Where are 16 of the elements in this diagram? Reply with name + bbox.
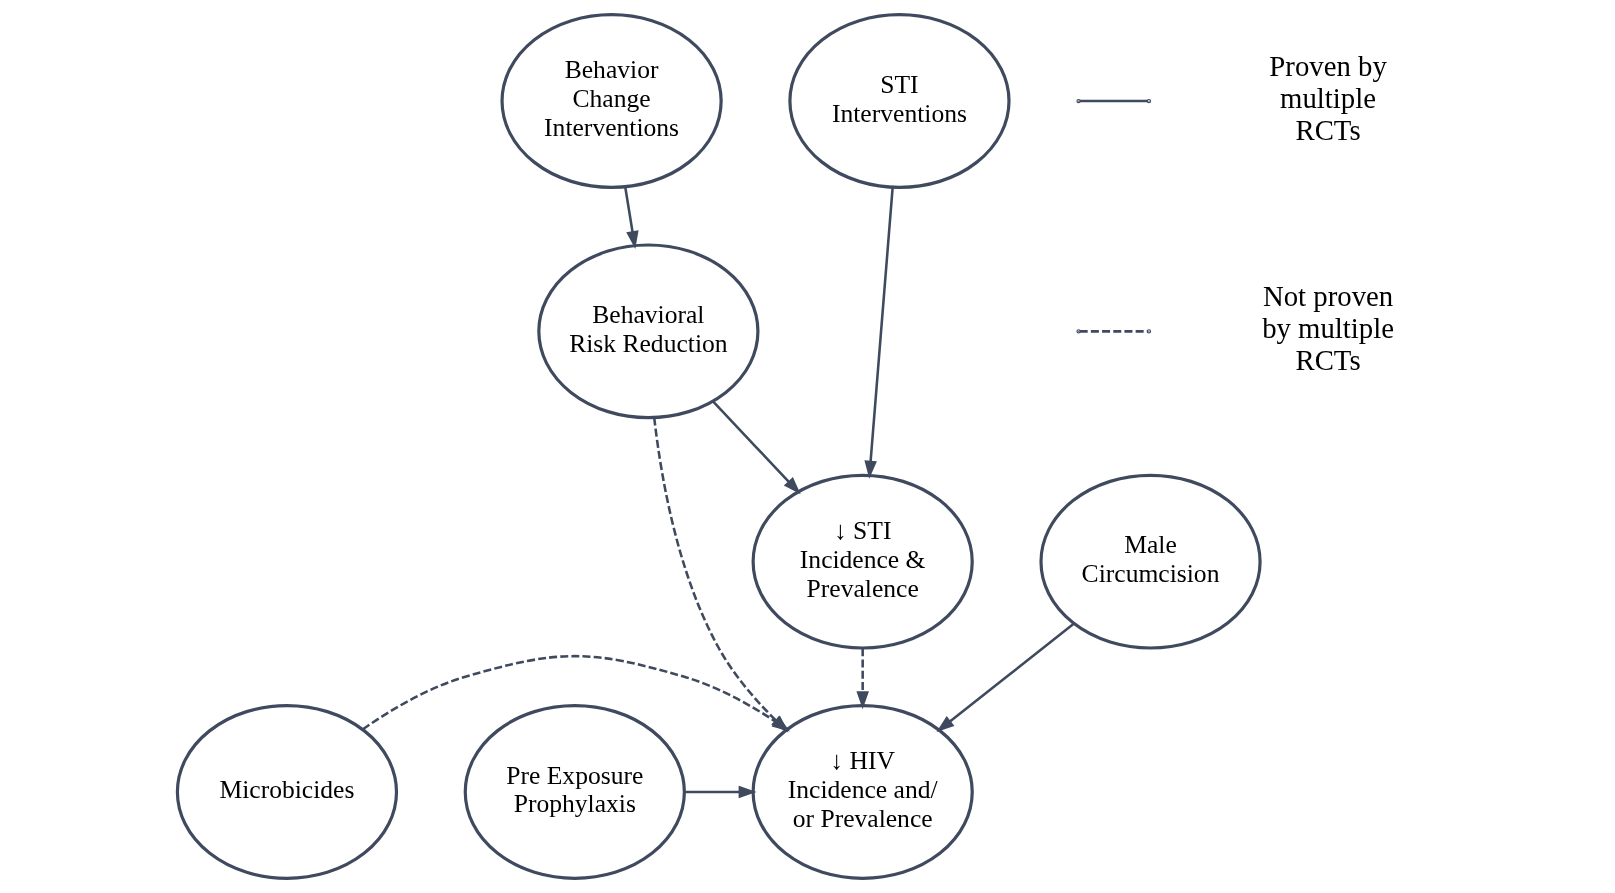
node-ellipse: STI Interventions: [788, 13, 1011, 189]
arrow: [864, 187, 894, 479]
node-ellipse: Behavioral Risk Reduction: [537, 243, 760, 420]
node-ellipse: ↓ HIV Incidence and/ or Prevalence: [751, 704, 974, 880]
arrow: [856, 648, 869, 710]
arrow: [712, 400, 801, 495]
arrow: [936, 623, 1075, 733]
arrow: [684, 785, 757, 799]
node-ellipse: Pre Exposure Prophylaxis: [463, 704, 686, 880]
node-ellipse: Behavior Change Interventions: [500, 13, 723, 189]
legend-label: Proven by multiple RCTs: [1269, 50, 1387, 147]
node-ellipse: Microbicides: [175, 704, 399, 880]
node-ellipse: Male Circumcision: [1039, 473, 1262, 650]
legend-label: Not proven by multiple RCTs: [1262, 280, 1394, 377]
arrow: [624, 187, 639, 249]
node-ellipse: ↓ STI Incidence & Prevalence: [751, 473, 974, 650]
